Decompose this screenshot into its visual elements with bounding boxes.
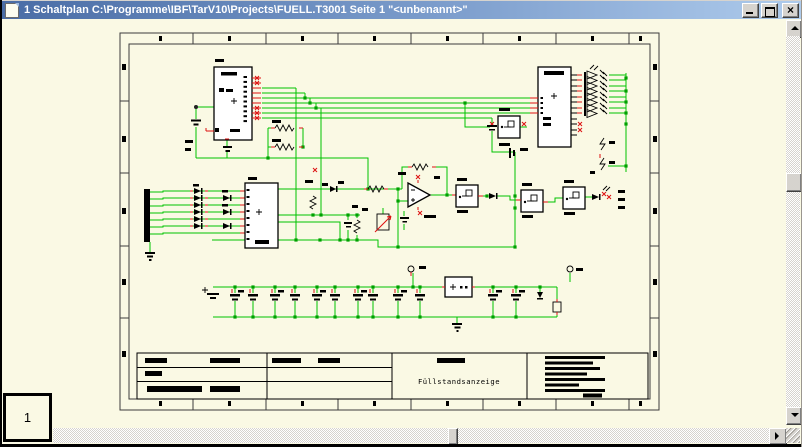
terminal-posts [407,265,583,276]
maximize-button[interactable] [761,2,778,18]
diode-bottom [537,292,543,300]
ic3-pin-column [246,189,250,240]
middle-discrete-components[interactable] [305,167,368,234]
ic1-component[interactable] [205,59,261,141]
led-column[interactable] [584,69,608,119]
ic2-component[interactable] [530,64,599,148]
resistor-pair[interactable] [271,120,303,152]
arrow-down-icon [791,413,799,417]
filter-capacitors [230,289,525,301]
ic2-pin-dots [540,97,543,114]
schematic-canvas[interactable]: Füllstandsanzeige [2,19,786,428]
drawing-area: Füllstandsanzeige [2,19,802,445]
connector-j1[interactable] [144,184,245,261]
voltage-regulator[interactable] [442,276,475,298]
maximize-icon [765,6,775,17]
minimize-icon [746,11,753,14]
title-block-address-lines [545,356,605,398]
schmitt-s3[interactable] [516,183,548,218]
title-bar[interactable]: 1 Schaltplan C:\Programme\IBF\TarV10\Pro… [2,1,801,19]
scroll-down-button[interactable] [786,407,802,425]
resize-grip[interactable] [786,428,800,443]
fuse-symbol [552,299,562,315]
battery-symbol [202,287,219,299]
ground-symbol [145,252,155,261]
junction-dots [233,76,628,319]
arrow-right-icon [775,432,779,440]
ground-symbol-bottom [452,323,462,332]
title-block[interactable]: Füllstandsanzeige [136,352,649,400]
window-controls: × [742,2,799,18]
horizontal-scrollbar-track[interactable] [53,428,769,443]
wire-network[interactable] [149,73,628,323]
ic3-component[interactable] [244,177,279,249]
window-border-bottom [0,444,802,447]
drawing-title: Füllstandsanzeige [418,377,500,386]
coupling-capacitors[interactable] [487,125,528,158]
vertical-scrollbar-track[interactable] [786,36,800,407]
document-icon [5,2,19,18]
sheet-frame [119,32,660,411]
led-symbols [584,69,608,119]
window-title: 1 Schaltplan C:\Programme\IBF\TarV10\Pro… [24,4,468,16]
schmitt-s1[interactable] [489,108,527,146]
capacitor-left-of-ic1[interactable] [185,105,232,152]
frame-reference-marks [122,36,657,406]
vertical-scrollbar-thumb[interactable] [786,173,802,192]
page-tab-1[interactable]: 1 [3,393,52,442]
schmitt-s2[interactable] [455,178,498,213]
horizontal-scrollbar-thumb[interactable] [448,428,458,445]
arrow-up-icon [791,26,799,30]
power-rail-section[interactable] [202,265,583,332]
minimize-button[interactable] [742,2,759,18]
diode-row [194,188,232,229]
schmitt-s4[interactable] [562,180,612,215]
close-icon: × [786,2,794,17]
zener-cluster[interactable] [590,137,625,209]
window-border-left [0,0,2,447]
close-button[interactable]: × [782,2,799,18]
ic1-pin-column [243,76,247,123]
opamp-stage[interactable] [364,162,456,233]
scroll-right-button[interactable] [769,428,787,445]
